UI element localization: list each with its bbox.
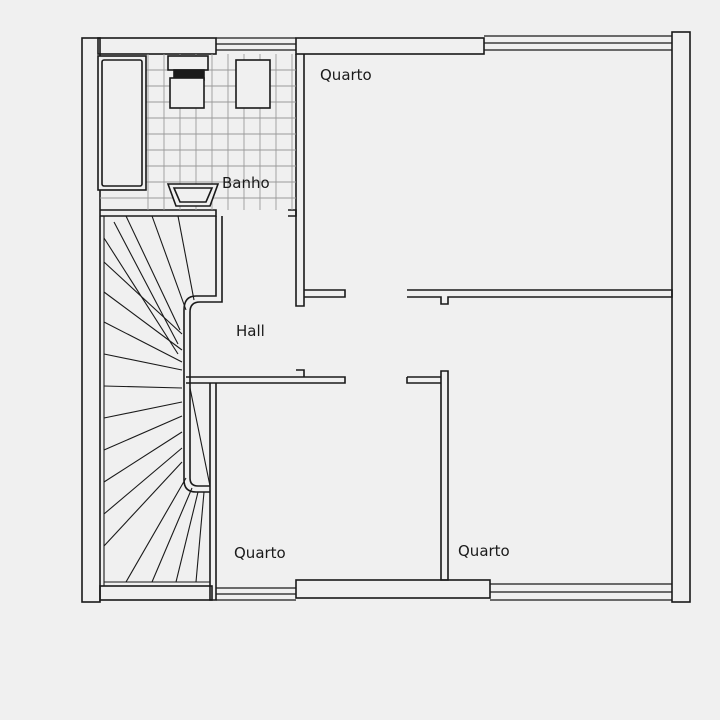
- bathroom: [97, 54, 296, 210]
- staircase: [99, 215, 211, 586]
- room-label-quarto-bottom-left: Quarto: [234, 544, 286, 562]
- room-label-quarto-top: Quarto: [320, 66, 372, 84]
- room-label-banho: Banho: [222, 174, 270, 192]
- toilet: [167, 55, 209, 71]
- bidet: [235, 59, 271, 109]
- exterior-walls: [81, 31, 691, 603]
- windows: [216, 35, 672, 601]
- room-label-quarto-bottom-right: Quarto: [458, 542, 510, 560]
- room-label-hall: Hall: [236, 322, 265, 340]
- interior-walls: [100, 54, 673, 601]
